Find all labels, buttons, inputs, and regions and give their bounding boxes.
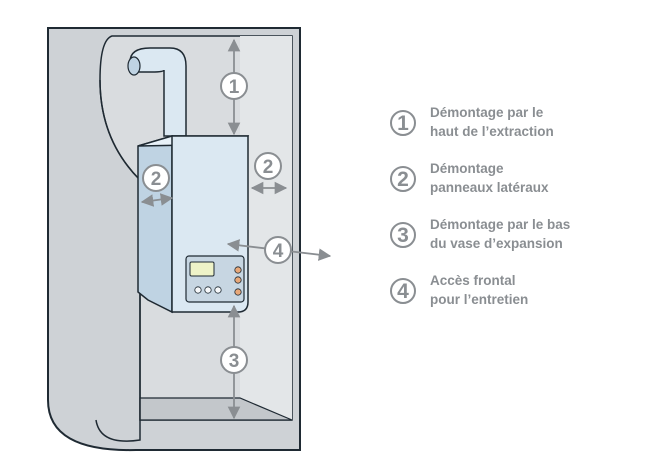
legend-number: 1: [390, 110, 416, 136]
legend-line: panneaux latéraux: [430, 180, 549, 195]
callout-right: 2: [254, 152, 282, 180]
legend-line: pour l’entretien: [430, 292, 529, 307]
legend-line: Démontage par le: [430, 105, 544, 120]
callout-top-number: 1: [229, 77, 240, 98]
boiler-side: [137, 134, 173, 314]
callout-bottom-number: 3: [229, 351, 240, 372]
callout-top: 1: [220, 72, 248, 100]
callout-left: 2: [142, 164, 170, 192]
button-icon: [234, 288, 242, 296]
legend-line: du vase d’expansion: [430, 236, 563, 251]
legend-line: haut de l’extraction: [430, 124, 554, 139]
legend-text: Démontage par le haut de l’extraction: [430, 103, 640, 141]
legend-number: 3: [390, 222, 416, 248]
screen-icon: [189, 261, 215, 277]
button-icon: [234, 266, 242, 274]
callout-right-number: 2: [263, 157, 274, 178]
callout-front: 4: [264, 236, 292, 264]
callout-left-number: 2: [151, 169, 162, 190]
callout-bottom: 3: [220, 346, 248, 374]
cabinet-back-wall: [240, 36, 292, 420]
button-icon: [214, 286, 222, 294]
legend-text: Démontage par le bas du vase d’expansion: [430, 215, 640, 253]
legend-item: 1 Démontage par le haut de l’extraction: [386, 100, 646, 156]
button-icon: [194, 286, 202, 294]
legend-text: Démontage panneaux latéraux: [430, 159, 640, 197]
legend: 1 Démontage par le haut de l’extraction …: [386, 100, 646, 324]
legend-item: 2 Démontage panneaux latéraux: [386, 156, 646, 212]
legend-item: 3 Démontage par le bas du vase d’expansi…: [386, 212, 646, 268]
callout-front-number: 4: [273, 241, 284, 262]
legend-line: Démontage: [430, 161, 504, 176]
button-icon: [204, 286, 212, 294]
legend-text: Accès frontal pour l’entretien: [430, 271, 640, 309]
arrow-left: [140, 193, 174, 207]
flue-pipe-opening: [127, 56, 141, 76]
legend-item: 4 Accès frontal pour l’entretien: [386, 268, 646, 324]
legend-number: 4: [390, 278, 416, 304]
legend-number: 2: [390, 166, 416, 192]
button-icon: [234, 276, 242, 284]
legend-line: Démontage par le bas: [430, 217, 571, 232]
legend-line: Accès frontal: [430, 273, 516, 288]
